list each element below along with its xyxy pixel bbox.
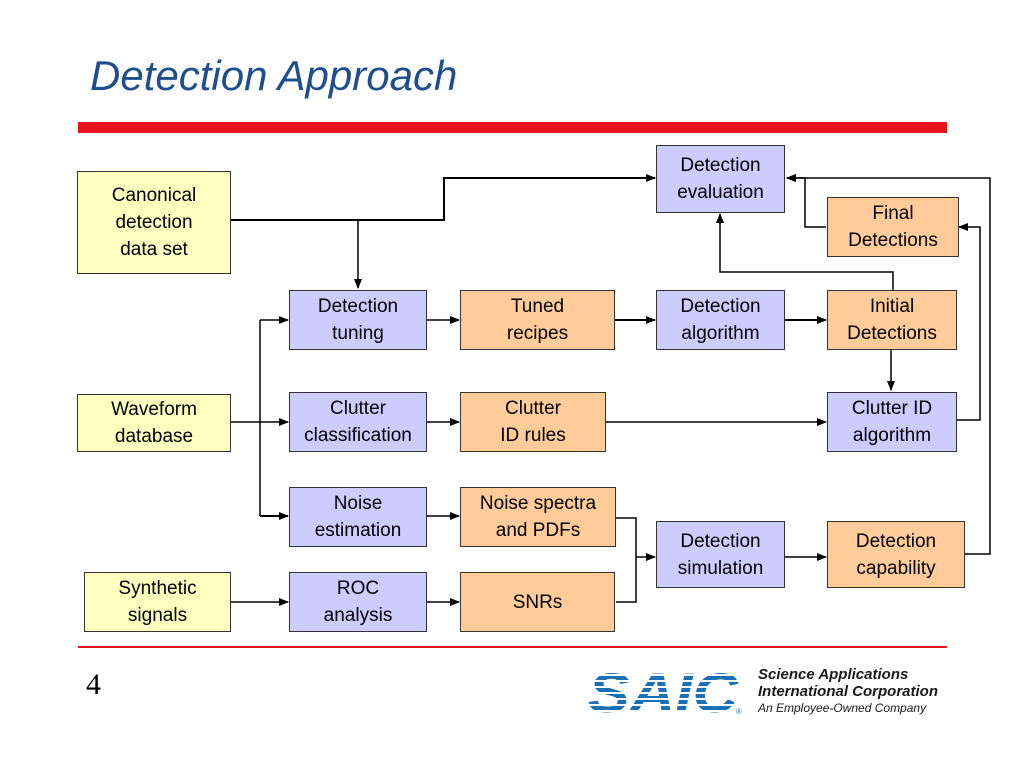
arrow-spectra-to-simulation	[616, 517, 637, 603]
arrow-initial-to-evaluation	[716, 213, 894, 290]
node-initial-detections: Initial Detections	[827, 290, 957, 350]
node-clutter-id-algorithm: Clutter ID algorithm	[827, 392, 957, 452]
node-synthetic-signals: Synthetic signals	[84, 572, 231, 632]
node-noise-estimation: Noise estimation	[289, 487, 427, 547]
node-detection-evaluation: Detection evaluation	[656, 145, 785, 213]
node-tuned-recipes: Tuned recipes	[460, 290, 615, 350]
node-roc-analysis: ROC analysis	[289, 572, 427, 632]
company-line-3: An Employee-Owned Company	[758, 701, 927, 715]
node-waveform-database: Waveform database	[77, 394, 231, 452]
node-snrs: SNRs	[460, 572, 615, 632]
saic-logo: SAIC ® Science Applications Internationa…	[586, 660, 956, 720]
company-line-1: Science Applications	[758, 666, 909, 683]
arrow-capability-to-evaluation	[786, 174, 991, 555]
company-name: Science Applications International Corpo…	[758, 666, 938, 716]
svg-text:SAIC: SAIC	[588, 664, 740, 716]
footer-divider	[78, 646, 947, 648]
node-clutter-id-rules: Clutter ID rules	[460, 392, 606, 452]
node-detection-tuning: Detection tuning	[289, 290, 427, 350]
slide-title: Detection Approach	[90, 52, 458, 99]
arrow-clutter-algo-to-final	[957, 223, 981, 421]
node-detection-algorithm: Detection algorithm	[656, 290, 785, 350]
company-line-2: International Corporation	[758, 683, 938, 700]
saic-wordmark-icon: SAIC ®	[588, 664, 742, 716]
node-canonical-data-set: Canonical detection data set	[77, 171, 231, 274]
title-divider	[78, 122, 947, 133]
arrow-final-to-evaluation	[786, 174, 826, 228]
page-number: 4	[86, 668, 101, 701]
node-final-detections: Final Detections	[827, 197, 959, 257]
node-detection-capability: Detection capability	[827, 521, 965, 588]
arrow-canonical-to-evaluation	[231, 174, 656, 221]
node-detection-simulation: Detection simulation	[656, 521, 785, 588]
node-noise-spectra: Noise spectra and PDFs	[460, 487, 616, 547]
node-clutter-classification: Clutter classification	[289, 392, 427, 452]
svg-text:®: ®	[736, 707, 742, 716]
